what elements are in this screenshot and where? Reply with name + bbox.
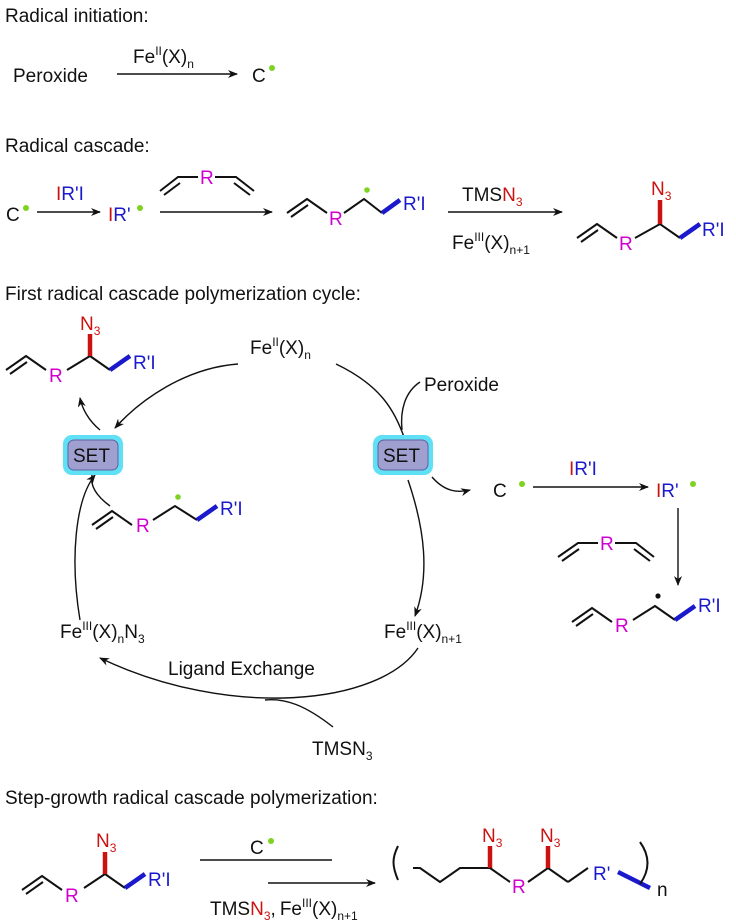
branch-diene: R [557, 534, 655, 562]
tmsn3-in-arrow [264, 698, 334, 728]
radical-dot [690, 481, 696, 487]
svg-text:SET: SET [73, 446, 110, 467]
svg-text:N3: N3 [482, 826, 503, 850]
cycle-arc-left [74, 474, 96, 621]
ir-prime-radical: IR' [108, 205, 131, 226]
ligand-exchange-label: Ligand Exchange [168, 659, 315, 680]
branch-c-radical: C [493, 481, 507, 502]
set-to-c-arrow [431, 476, 471, 497]
svg-text:R: R [600, 534, 614, 555]
set-box-right: SET [373, 435, 433, 475]
cycle-arc-top-right [335, 363, 406, 441]
monomer-azide: R N3 R'I [21, 831, 171, 907]
svg-text:R'I: R'I [702, 220, 725, 241]
peroxide-in-arrow [400, 381, 421, 431]
polymer-product: N3 R N3 R' n [392, 826, 668, 901]
c-radical-product: C [252, 66, 266, 87]
svg-text:SET: SET [383, 446, 420, 467]
iri-reagent: IR'I [56, 184, 84, 205]
cycle-arc-right [407, 479, 425, 617]
radical-adduct: R R'I [286, 187, 426, 230]
fe-iii-reagent: FeIII(X)n+1 [452, 230, 530, 257]
svg-text:R'I: R'I [133, 353, 156, 374]
cycle-peroxide: Peroxide [424, 375, 499, 396]
svg-text:R: R [49, 366, 63, 387]
svg-text:N3: N3 [80, 314, 101, 338]
svg-text:R': R' [593, 864, 610, 885]
section-title-initiation: Radical initiation: [5, 6, 149, 27]
section-title-step-growth: Step-growth radical cascade polymerizati… [5, 788, 378, 809]
branch-iri: IR'I [569, 459, 597, 480]
svg-text:R: R [512, 877, 526, 898]
cycle-fe-iii-n3: FeIII(X)nN3 [60, 619, 145, 646]
svg-text:n: n [657, 880, 668, 901]
svg-text:R'I: R'I [220, 499, 243, 520]
svg-text:N3: N3 [540, 826, 561, 850]
radical-dot [269, 65, 275, 71]
svg-text:N3: N3 [651, 179, 672, 203]
svg-text:R'I: R'I [403, 194, 426, 215]
svg-text:R: R [329, 209, 343, 230]
set-box-left: SET [63, 435, 123, 475]
radical-dot [23, 205, 29, 211]
release-arrow [77, 397, 101, 431]
svg-text:R: R [619, 234, 633, 255]
c-radical-start: C [6, 205, 20, 226]
azide-product: R N3 R'I [576, 179, 725, 255]
cycle-tmsn3: TMSN3 [312, 739, 373, 763]
radical-dot [268, 838, 274, 844]
section-title-cascade: Radical cascade: [5, 136, 150, 157]
svg-text:R'I: R'I [698, 596, 721, 617]
svg-text:R'I: R'I [148, 870, 171, 891]
cycle-radical-adduct: R R'I [91, 494, 243, 537]
step-growth-reagents: TMSN3,FeIII(X)n+1 [210, 896, 358, 923]
cycle-arc-bottom [99, 647, 419, 699]
branch-ir-prime: IR' [656, 481, 679, 502]
svg-text:R: R [615, 616, 629, 637]
step-growth-c-radical: C [250, 838, 264, 859]
cycle-arc-top-left [114, 363, 239, 429]
adduct-to-set-arrow [90, 474, 111, 507]
svg-text:R: R [136, 516, 150, 537]
branch-radical-adduct: R R'I [571, 593, 721, 637]
fe-ii-reagent: FeII(X)n [133, 44, 194, 71]
radical-dot [519, 481, 525, 487]
tmsn3-reagent: TMSN3 [462, 185, 523, 209]
cycle-azide-product: R N3 R'I [5, 314, 156, 387]
svg-text:R: R [65, 886, 79, 907]
peroxide-label: Peroxide [13, 66, 88, 87]
section-title-cycle: First radical cascade polymerization cyc… [5, 284, 361, 305]
cycle-fe-iii: FeIII(X)n+1 [384, 619, 462, 646]
svg-text:N3: N3 [96, 831, 117, 855]
cycle-fe-ii: FeII(X)n [250, 335, 311, 362]
svg-text:R: R [200, 168, 214, 189]
radical-dot [137, 205, 143, 211]
diene-reagent: R [159, 168, 255, 196]
